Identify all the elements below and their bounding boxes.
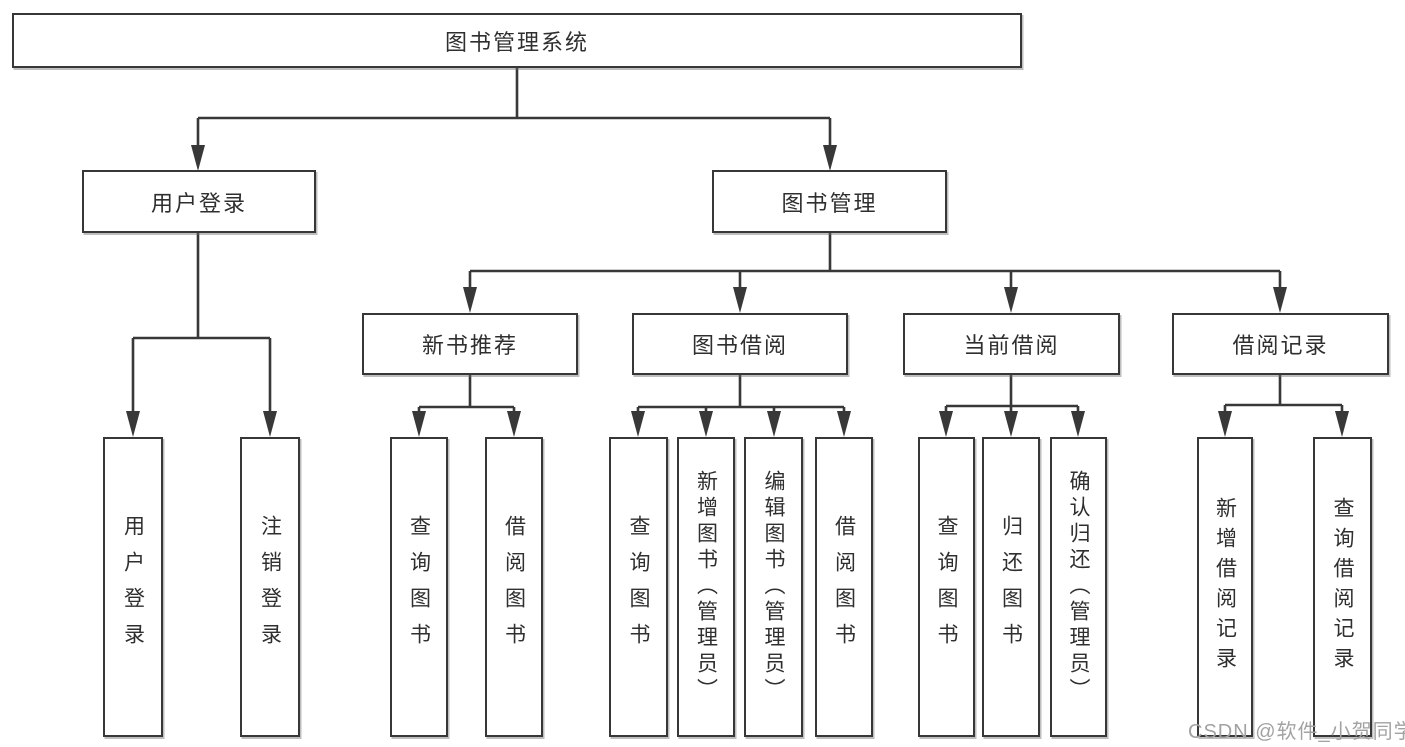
- node-user-login: 用户登录: [82, 170, 316, 233]
- leaf-query-book-label: 查询图书: [627, 515, 650, 659]
- leaf-query-book-label: 查询图书: [407, 515, 431, 659]
- leaf-edit-book-admin: 编辑图书（管理员）: [744, 437, 803, 737]
- node-new-book-recommend: 新书推荐: [362, 313, 578, 375]
- leaf-confirm-return-admin-label: 确认归还（管理员）: [1067, 470, 1090, 704]
- leaf-query-book-under-borrow: 查询图书: [609, 437, 668, 737]
- leaf-user-login: 用户登录: [103, 437, 163, 737]
- connector-root-to-level2: [191, 68, 837, 171]
- leaf-query-borrow-record-label: 查询借阅记录: [1331, 497, 1354, 677]
- csdn-watermark: CSDN @软件_小贺同学: [1188, 721, 1405, 743]
- connector-userlogin-to-leaves: [126, 233, 277, 437]
- connector-bookborrow-to-leaves: [631, 375, 851, 437]
- connector-borrowrecord-to-leaves: [1218, 375, 1349, 437]
- connector-currentborrow-to-leaves: [939, 375, 1085, 437]
- node-borrow-record: 借阅记录: [1172, 313, 1389, 375]
- leaf-query-borrow-record: 查询借阅记录: [1313, 437, 1372, 737]
- leaf-user-login-label: 用户登录: [121, 515, 145, 659]
- node-root-label: 图书管理系统: [444, 29, 589, 55]
- leaf-add-book-admin: 新增图书（管理员）: [677, 437, 735, 737]
- leaf-logout-label: 注销登录: [258, 515, 282, 659]
- leaf-logout: 注销登录: [240, 437, 300, 737]
- node-user-login-label: 用户登录: [150, 190, 247, 216]
- connector-bookmgmt-to-level3: [463, 233, 1287, 313]
- connector-newbookrec-to-leaves: [412, 375, 521, 437]
- leaf-add-book-admin-label: 新增图书（管理员）: [694, 470, 718, 704]
- leaf-add-borrow-record: 新增借阅记录: [1197, 437, 1253, 737]
- leaf-return-book-label: 归还图书: [999, 515, 1023, 659]
- leaf-borrow-book-under-borrow: 借阅图书: [815, 437, 873, 737]
- leaf-borrow-book-label: 借阅图书: [832, 515, 856, 659]
- leaf-add-borrow-record-label: 新增借阅记录: [1213, 497, 1237, 677]
- node-root-system: 图书管理系统: [12, 13, 1022, 68]
- node-book-borrow-label: 图书借阅: [691, 333, 788, 358]
- leaf-query-book-label: 查询图书: [935, 515, 958, 659]
- node-new-book-recommend-label: 新书推荐: [421, 333, 518, 358]
- node-borrow-record-label: 借阅记录: [1232, 333, 1329, 358]
- leaf-borrow-book-under-recommend: 借阅图书: [485, 437, 543, 737]
- leaf-borrow-book-label: 借阅图书: [502, 515, 526, 659]
- leaf-edit-book-admin-label: 编辑图书（管理员）: [762, 470, 785, 704]
- node-book-borrow: 图书借阅: [632, 313, 848, 375]
- node-book-management: 图书管理: [712, 170, 947, 233]
- leaf-return-book: 归还图书: [982, 437, 1040, 737]
- node-book-management-label: 图书管理: [781, 190, 878, 216]
- leaf-query-book-under-recommend: 查询图书: [390, 437, 448, 737]
- node-current-borrow: 当前借阅: [903, 313, 1120, 375]
- leaf-confirm-return-admin: 确认归还（管理员）: [1050, 437, 1107, 737]
- node-current-borrow-label: 当前借阅: [963, 333, 1060, 358]
- leaf-query-book-under-current: 查询图书: [918, 437, 975, 737]
